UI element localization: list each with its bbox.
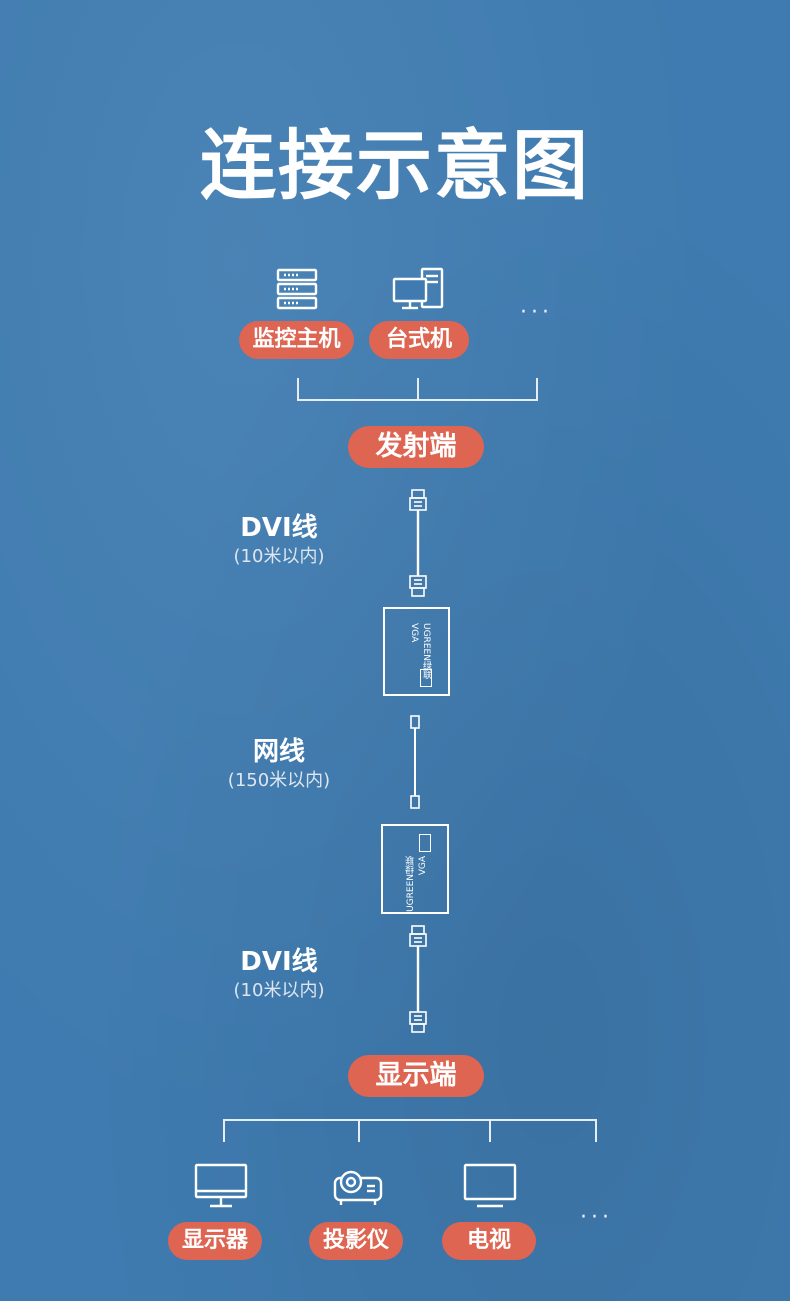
cable-note: (10米以内) — [233, 546, 325, 567]
receiver-device: UGREEN绿联 VGA — [381, 824, 449, 914]
source-label-desktop: 台式机 — [369, 321, 469, 359]
device-model: VGA — [409, 623, 419, 643]
display-label-tv: 电视 — [442, 1222, 536, 1260]
network-cable-icon — [410, 715, 420, 809]
cable-label-dvi-top: DVI线 (10米以内) — [179, 512, 379, 570]
device-brand: UGREEN绿联 — [421, 623, 431, 679]
sources-more: ··· — [520, 300, 553, 325]
source-label-monitoring-host: 监控主机 — [239, 321, 354, 359]
cable-name: 网线 — [252, 737, 305, 767]
cable-note: (10米以内) — [233, 980, 325, 1001]
server-icon — [276, 268, 318, 314]
monitor-icon — [194, 1163, 248, 1213]
dvi-cable-icon — [409, 925, 427, 1033]
dvi-cable-icon — [409, 489, 427, 597]
display-label-monitor: 显示器 — [168, 1222, 262, 1260]
displays-more: ··· — [580, 1205, 613, 1230]
transmitter-device: UGREEN绿联 VGA — [383, 607, 450, 696]
cable-name: DVI线 — [240, 947, 318, 977]
tv-icon — [463, 1163, 517, 1213]
transmitter-label: 发射端 — [348, 426, 484, 468]
receiver-label: 显示端 — [348, 1055, 484, 1097]
cable-note: (150米以内) — [227, 770, 331, 791]
cable-name: DVI线 — [240, 513, 318, 543]
cable-label-dvi-bottom: DVI线 (10米以内) — [179, 946, 379, 1004]
projector-icon — [333, 1166, 383, 1212]
display-label-projector: 投影仪 — [309, 1222, 403, 1260]
device-port — [420, 669, 432, 687]
device-port — [419, 834, 431, 852]
cable-label-network: 网线 (150米以内) — [179, 736, 379, 794]
page-title: 连接示意图 — [200, 121, 590, 210]
desktop-computer-icon — [392, 267, 444, 315]
